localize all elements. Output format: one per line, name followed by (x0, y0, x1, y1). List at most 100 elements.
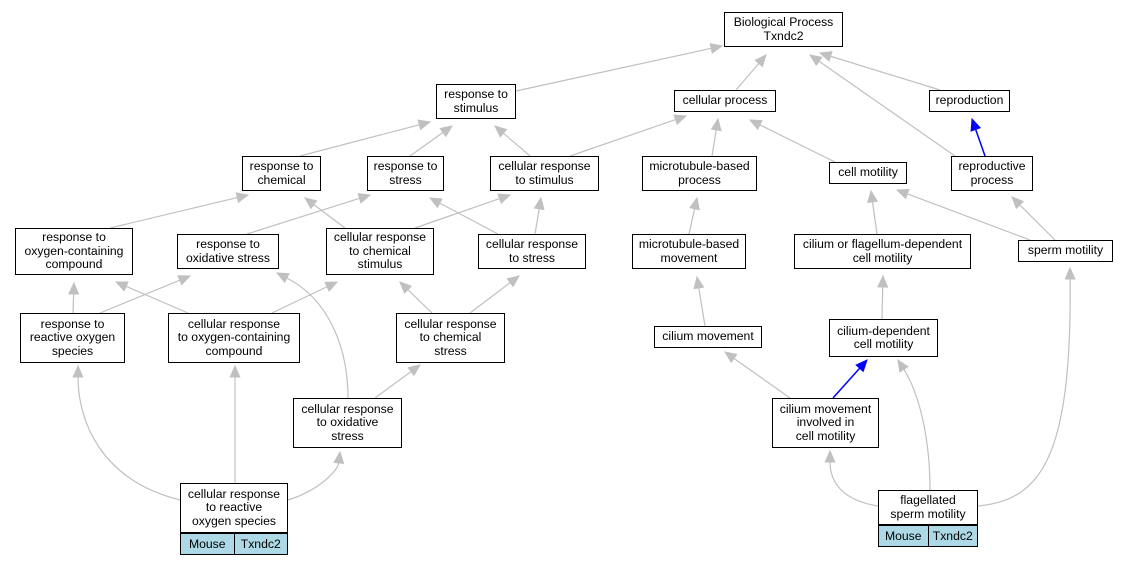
node-label-line: oxygen species (191, 513, 276, 528)
node-sperm-motility[interactable]: sperm motility (1018, 240, 1113, 262)
arrowhead-icon (357, 193, 372, 204)
arrowhead-icon (867, 189, 879, 204)
edge-mtmove-to-mtproc (688, 196, 700, 235)
arrowhead-icon (177, 275, 192, 286)
node-label-line: cell motility (852, 250, 913, 265)
arrowhead-icon (439, 125, 454, 138)
node-label-line: process (678, 172, 721, 187)
node-label-line: microtubule-based (638, 237, 740, 252)
edge-stress-to-stim (409, 125, 454, 157)
edge-flagsperm-to-spermmot (977, 266, 1076, 507)
arrowhead-icon (533, 196, 545, 211)
edge-crchemstress-to-crchem (399, 281, 433, 314)
node-label-line: to chemical (419, 330, 482, 345)
edge-flagsperm-to-cilinv (824, 449, 879, 507)
species-label: Mouse (188, 537, 226, 551)
arrowhead-icon (897, 358, 909, 373)
edge-crchemstress-to-crstress (469, 275, 520, 314)
node-label-line: stress (331, 428, 364, 443)
edge-cilinv-to-cilmove (723, 351, 791, 399)
node-label-line: cellular response (187, 486, 281, 501)
node-label-line: compound (45, 257, 103, 272)
edge-oxstress-to-stress (246, 193, 372, 235)
node-label-line: Txndc2 (763, 28, 804, 43)
gene-label: Txndc2 (927, 526, 978, 546)
arrowhead-icon (428, 197, 443, 209)
node-reproduction[interactable]: reproduction (929, 90, 1010, 112)
gene-label: Txndc2 (233, 534, 288, 554)
edge-crstim-to-stim (494, 125, 531, 157)
node-label-line: cell motility (795, 428, 856, 443)
arrowhead-icon (235, 192, 250, 204)
gene-annotation-crros[interactable]: Mouse Txndc2 (180, 533, 288, 555)
edge-flagsperm-to-cildep (897, 358, 931, 491)
species-label: Mouse (884, 529, 922, 543)
node-label-line: cellular response (333, 230, 427, 245)
arrowhead-icon (303, 197, 318, 210)
arrowhead-icon (275, 272, 290, 284)
node-label-line: to stress (508, 250, 556, 265)
node-label-line: reactive oxygen (29, 330, 116, 345)
node-label-line: cellular response (404, 316, 497, 331)
node-label-line: movement (660, 250, 718, 265)
node-label-line: cell motility (853, 337, 914, 351)
node-label-line: to reactive (205, 500, 263, 515)
node-label-line: response to (373, 159, 438, 174)
arrowhead-icon (333, 450, 345, 465)
edge-chem-to-stim (299, 119, 432, 157)
arrowhead-icon (72, 364, 84, 378)
arrowhead-icon (693, 275, 705, 290)
gene-annotation-flagsperm[interactable]: Mouse Txndc2 (878, 525, 978, 547)
edge-reproproc-to-bp (808, 54, 956, 157)
edge-cilinv-to-cildep (832, 359, 868, 399)
edge-ros-to-oxycomp (68, 281, 80, 314)
node-label-line: response to (42, 230, 106, 245)
edge-repro-to-bp (818, 51, 941, 91)
edge-cildep-to-ciliaflag (877, 274, 889, 320)
node-cilium-movement[interactable]: cilium movement (654, 326, 762, 348)
arrowhead-icon (399, 281, 413, 294)
edge-croxstress-to-crchemstress (374, 364, 422, 399)
arrowhead-icon (855, 359, 868, 373)
node-label-line: sperm motility (890, 506, 966, 521)
arrowhead-icon (417, 119, 432, 131)
node-label-line: stress (389, 172, 422, 187)
edge-crstress-to-stress (428, 197, 499, 235)
node-label-line: oxidative stress (186, 250, 270, 265)
node-label-line: cilium movement (662, 329, 754, 344)
arrowhead-icon (970, 117, 982, 132)
edge-ros-to-oxstress (99, 275, 192, 314)
edge-cellmot-to-cellproc (748, 119, 836, 163)
edge-crros-to-croxycomp (229, 364, 241, 483)
node-label-line: cell motility (838, 165, 898, 180)
arrowhead-icon (324, 281, 339, 292)
arrowhead-icon (1064, 266, 1076, 280)
node-cellular-process[interactable]: cellular process (674, 90, 776, 112)
edge-cilmove-to-mtmove (693, 275, 706, 327)
node-cell-motility[interactable]: cell motility (829, 162, 907, 184)
arrowhead-icon (407, 364, 422, 377)
node-label-line: response to (196, 237, 260, 252)
node-label-line: species (51, 343, 94, 358)
